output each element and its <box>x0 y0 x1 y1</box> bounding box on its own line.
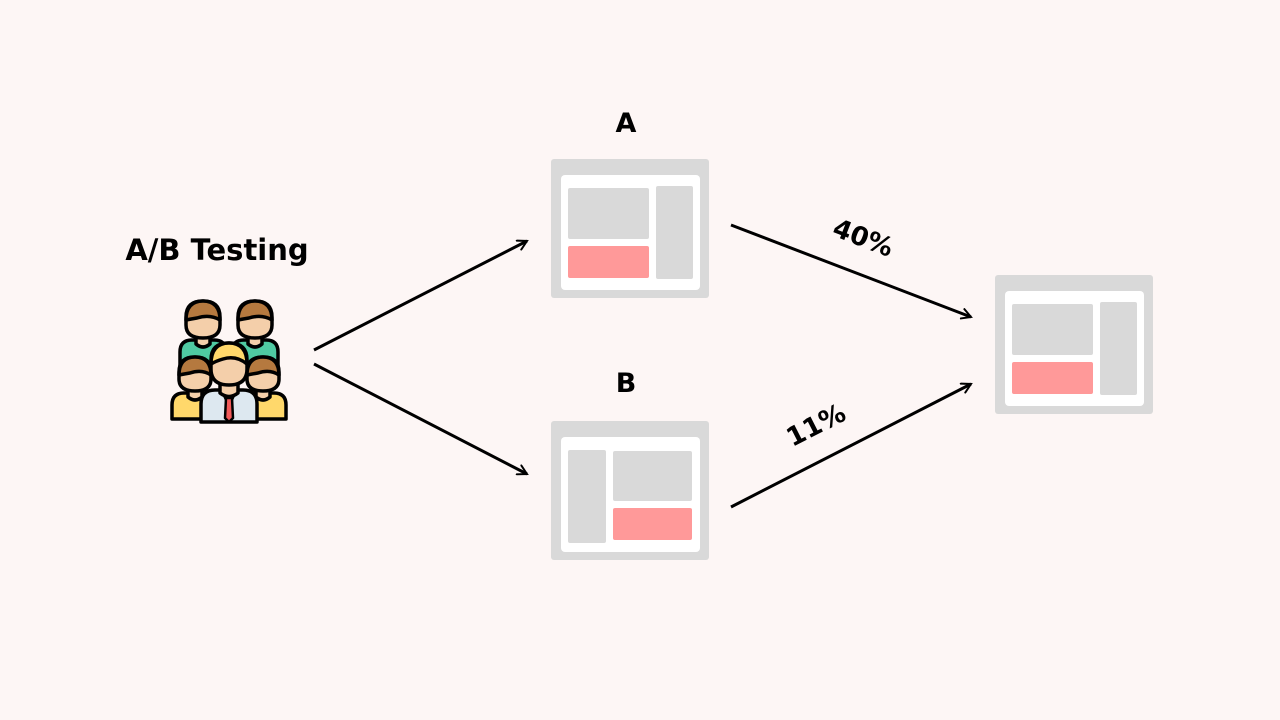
arrow-to-variant-b <box>313 362 527 476</box>
variant-b-cta <box>613 508 692 540</box>
result-cta <box>1012 362 1093 394</box>
group-of-people-icon <box>170 299 288 424</box>
person-center <box>199 341 259 424</box>
variant-a-label: A <box>616 108 637 139</box>
variant-a-page <box>551 159 709 298</box>
arrow-to-variant-a <box>313 241 527 352</box>
conversion-rate-b: 11% <box>782 398 851 453</box>
variant-b-label: B <box>616 368 637 399</box>
conversion-rate-a: 40% <box>828 213 897 263</box>
arrow-a-to-result <box>730 223 971 317</box>
result-page <box>995 275 1153 414</box>
arrows <box>313 223 971 509</box>
variant-b-page <box>551 421 709 560</box>
diagram-title: A/B Testing <box>125 233 308 267</box>
arrow-b-to-result <box>730 384 971 509</box>
variant-a-cta <box>568 246 649 278</box>
